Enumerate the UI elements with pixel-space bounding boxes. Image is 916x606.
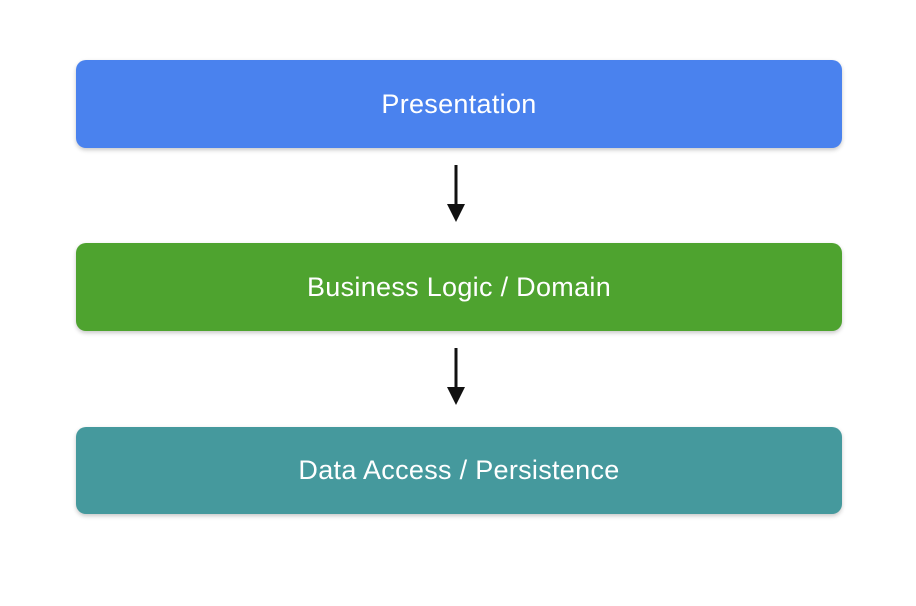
arrow-down-icon <box>447 165 465 222</box>
layer-label-presentation: Presentation <box>381 88 537 119</box>
layer-node-data-access: Data Access / Persistence <box>76 427 842 514</box>
layer-node-business-logic: Business Logic / Domain <box>76 243 842 331</box>
layer-label-data-access: Data Access / Persistence <box>298 455 620 485</box>
layer-node-presentation: Presentation <box>76 60 842 148</box>
arrow-down-icon <box>447 348 465 405</box>
layer-label-business-logic: Business Logic / Domain <box>306 271 612 302</box>
